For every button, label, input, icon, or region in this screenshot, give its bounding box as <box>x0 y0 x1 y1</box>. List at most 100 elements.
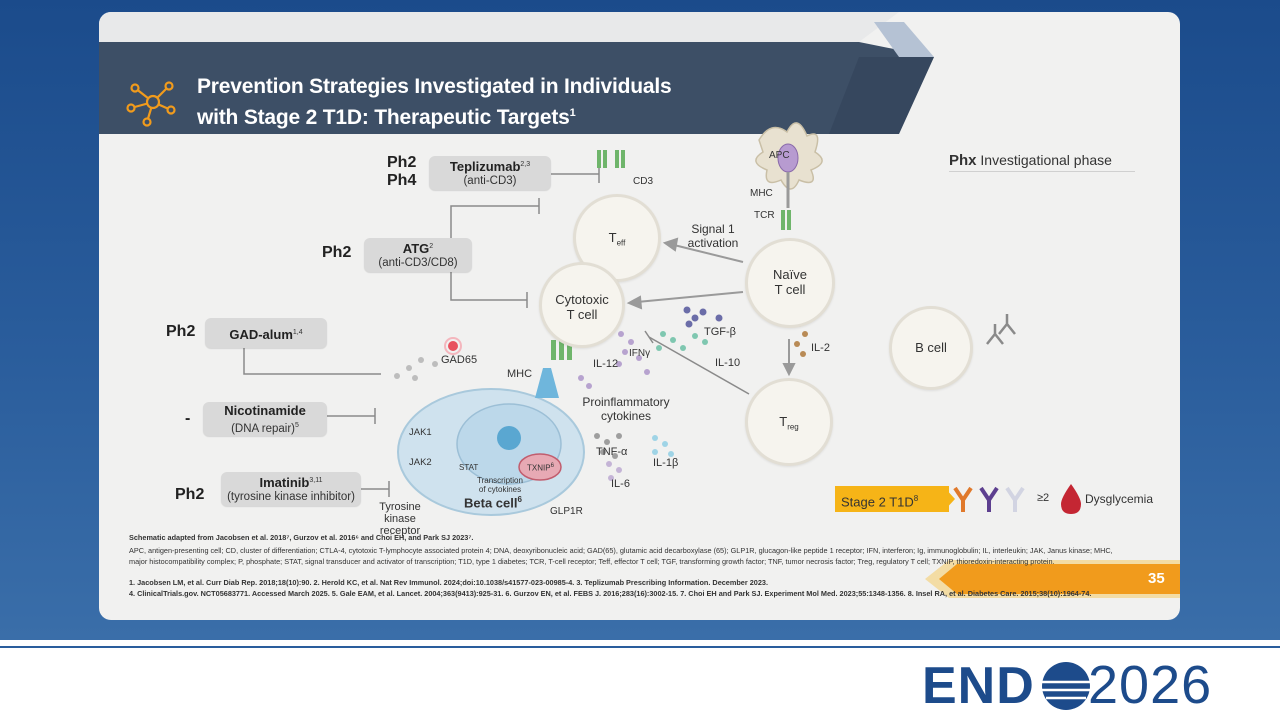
treg-label: T <box>779 414 788 429</box>
phase-legend-key: Phx <box>949 152 977 169</box>
il1b-label: IL-1β <box>653 457 679 469</box>
glp1r-label: GLP1R <box>550 506 583 517</box>
drug-box-atg: ATG2 (anti-CD3/CD8) <box>364 238 472 272</box>
footnote-abbreviations: APC, antigen-presenting cell; CD, cluste… <box>129 546 1113 566</box>
bottom-stripe <box>0 646 1280 648</box>
cd3-label: CD3 <box>633 176 654 187</box>
diagram-lines <box>243 122 1180 598</box>
treg-sub: reg <box>787 422 799 432</box>
naive-label-2: T cell <box>774 282 806 297</box>
cytotoxic-label-1: Cytotoxic <box>555 292 609 307</box>
phase-nicotinamide: - <box>185 410 191 427</box>
teff-sub: eff <box>616 238 626 248</box>
title-superscript: 1 <box>569 107 576 119</box>
mhc-apc-label: MHC <box>750 188 773 199</box>
title-line-2: with Stage 2 T1D: Therapeutic Targets <box>197 106 570 129</box>
dysglycemia-label: Dysglycemia <box>1085 492 1154 506</box>
cytotoxic-t-cell: Cytotoxic T cell <box>539 262 625 348</box>
drug-sup-atg: 2 <box>429 243 434 250</box>
drug-sub-nicotinamide: (DNA repair) <box>231 422 295 435</box>
transcription-line2: of cytokines <box>478 485 522 494</box>
jak1-label: JAK1 <box>409 427 432 438</box>
slide-title: Prevention Strategies Investigated in In… <box>197 73 672 131</box>
drug-box-gad-alum: GAD-alum1,4 <box>205 318 327 348</box>
apc-label: APC <box>769 150 790 161</box>
proinf-line2: cytokines <box>600 409 652 423</box>
drug-name-imatinib: Imatinib <box>259 474 310 490</box>
txnip-label: TXNIP6 <box>527 463 554 473</box>
title-line-1: Prevention Strategies Investigated in In… <box>197 75 672 98</box>
il10-label: IL-10 <box>715 357 741 369</box>
ifng-label: IFNγ <box>629 348 651 359</box>
beta-cell-text: Beta cell <box>464 495 518 511</box>
antibody-glyph <box>986 314 1016 345</box>
drug-name-atg: ATG <box>402 240 430 256</box>
teff-label: T <box>608 230 617 245</box>
tnfa-label: TNF-α <box>596 446 628 458</box>
beta-cell-label: Beta cell6 <box>464 495 522 510</box>
tcr-label: TCR <box>754 210 775 221</box>
drug-sub-imatinib: (tyrosine kinase inhibitor) <box>227 490 355 503</box>
drug-box-nicotinamide: Nicotinamide (DNA repair)5 <box>203 402 327 436</box>
gad65-label: GAD65 <box>441 354 478 366</box>
tgfb-label: TGF-β <box>704 326 736 338</box>
endo-logo-text: END <box>922 657 1035 715</box>
drug-sup-imatinib: 3,11 <box>309 477 323 484</box>
tyrosine-line1: Tyrosine <box>379 501 421 513</box>
phase-teplizumab: Ph2 <box>387 154 417 171</box>
phase-atg: Ph2 <box>322 244 352 261</box>
slide-card: Prevention Strategies Investigated in In… <box>99 12 1180 620</box>
il12-label: IL-12 <box>593 358 619 370</box>
page-number: 35 <box>1148 570 1165 587</box>
b-cell: B cell <box>889 306 973 390</box>
ge2-label: ≥2 <box>1037 492 1050 504</box>
il2-label: IL-2 <box>811 342 830 354</box>
txnip-text: TXNIP <box>527 463 551 473</box>
jak2-label: JAK2 <box>409 457 432 468</box>
proinf-line1: Proinflammatory <box>582 395 670 409</box>
drug-subsup-nicotinamide: 5 <box>295 422 299 429</box>
phase-legend: Phx Investigational phase <box>949 152 1112 169</box>
stage2-t1d-label: Stage 2 T1D8 <box>835 486 949 512</box>
phase-teplizumab-2: Ph4 <box>387 172 417 189</box>
footnote-schematic: Schematic adapted from Jacobsen et al. 2… <box>129 533 474 542</box>
txnip-sup: 6 <box>550 463 554 469</box>
naive-label-1: Naïve <box>773 267 807 282</box>
stage2-text: Stage 2 T1D <box>841 494 914 510</box>
tyrosine-line2: kinase receptor <box>379 513 421 537</box>
globe-icon <box>1042 662 1090 710</box>
il6-label: IL-6 <box>611 478 630 490</box>
drug-box-teplizumab: Teplizumab2,3 (anti-CD3) <box>429 156 551 190</box>
drug-sup-teplizumab: 2,3 <box>520 161 531 168</box>
mhc-beta-label: MHC <box>507 368 533 380</box>
signal1-line1: Signal 1 <box>691 222 735 236</box>
beta-cell-sup: 6 <box>517 495 522 504</box>
drug-name-nicotinamide: Nicotinamide <box>224 403 306 418</box>
drug-sub-teplizumab: (anti-CD3) <box>463 174 517 187</box>
signal1-line2: activation <box>687 236 739 250</box>
treg-cell: Treg <box>745 378 833 466</box>
year-logo-text: 2026 <box>1088 655 1213 715</box>
cytotoxic-label-2: T cell <box>566 307 598 322</box>
network-icon <box>126 81 176 127</box>
legend-divider <box>949 171 1135 172</box>
stat-label: STAT <box>459 463 479 472</box>
phase-imatinib: Ph2 <box>175 486 205 503</box>
phase-legend-text: Investigational phase <box>980 152 1112 168</box>
drug-name-gad-alum: GAD-alum <box>229 326 293 342</box>
naive-t-cell: Naïve T cell <box>745 238 835 328</box>
drug-sub-atg: (anti-CD3/CD8) <box>378 256 458 269</box>
header-band <box>99 12 934 134</box>
footnote-references-1: 1. Jacobsen LM, et al. Curr Diab Rep. 20… <box>129 578 768 587</box>
phase-gad-alum: Ph2 <box>166 323 196 340</box>
footnote-references-2: 4. ClinicalTrials.gov. NCT05683771. Acce… <box>129 589 1092 598</box>
drug-sup-gad-alum: 1,4 <box>292 329 303 336</box>
stage2-sup: 8 <box>913 494 919 503</box>
transcription-line1: Transcription <box>477 476 523 485</box>
drug-box-imatinib: Imatinib3,11 (tyrosine kinase inhibitor) <box>221 472 361 506</box>
drug-name-teplizumab: Teplizumab <box>449 158 521 174</box>
